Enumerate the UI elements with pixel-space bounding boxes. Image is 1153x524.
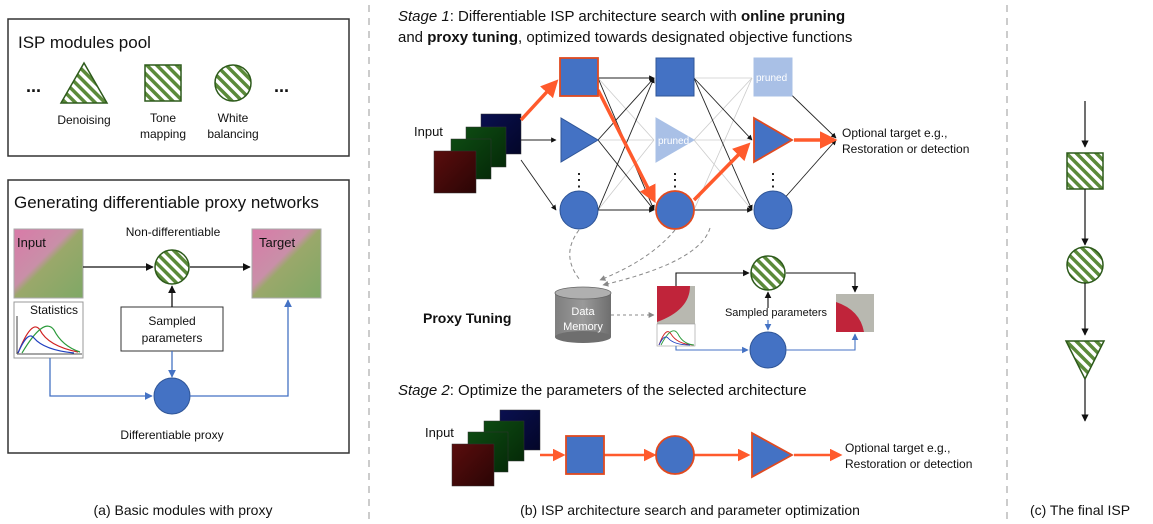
modules-pool-title: ISP modules pool xyxy=(18,33,151,52)
s1-col2-square xyxy=(655,57,695,97)
data-memory-label-1: Data xyxy=(571,306,595,318)
s1-col1-square xyxy=(559,57,599,97)
s1-pruned-label-2: pruned xyxy=(756,73,787,84)
memory-link-curve-1 xyxy=(599,229,676,281)
caption-b: (b) ISP architecture search and paramete… xyxy=(520,502,860,518)
white-balancing-label-1: White xyxy=(218,111,249,125)
s2-square xyxy=(565,435,605,475)
s2-circle xyxy=(655,435,695,475)
final-triangle-module xyxy=(1064,340,1106,381)
selected-path xyxy=(519,79,838,204)
proxy-bottom-arrow-2 xyxy=(786,333,859,351)
proxy-tuning-label: Proxy Tuning xyxy=(423,310,511,326)
s1-target-line2: Restoration or detection xyxy=(842,142,969,156)
proxy-input-sample xyxy=(657,286,695,324)
non-differentiable-label: Non-differentiable xyxy=(126,225,221,239)
pool-ellipsis-right: ... xyxy=(274,76,289,96)
data-memory-cylinder xyxy=(554,286,612,343)
statistics-label: Statistics xyxy=(30,303,78,317)
s1-col2-vdots: ⋮ xyxy=(666,170,684,190)
input-image xyxy=(13,228,84,299)
stat-curve-blue xyxy=(17,335,75,354)
stage2-text: : Optimize the parameters of the selecte… xyxy=(450,382,807,399)
target-image-label: Target xyxy=(259,235,296,250)
s2-triangle xyxy=(751,431,794,479)
stage1-rest: , optimized towards designated objective… xyxy=(518,29,852,46)
white-balancing-label-2: balancing xyxy=(207,127,258,141)
proxy-top-arrow-1 xyxy=(675,269,750,286)
proxy-module-hatched xyxy=(750,255,786,291)
target-image xyxy=(251,228,322,299)
tone-mapping-label-2: mapping xyxy=(140,127,186,141)
proxy-networks-title: Generating differentiable proxy networks xyxy=(14,193,319,212)
final-square-module xyxy=(1066,152,1104,190)
s1-pruned-label-1: pruned xyxy=(658,136,689,147)
sampled-parameters-label-1: Sampled xyxy=(148,314,195,328)
stage2-italic: Stage 2 xyxy=(398,382,450,399)
denoising-label: Denoising xyxy=(57,113,110,127)
s2-target-line2: Restoration or detection xyxy=(845,457,972,471)
proxy-to-target-arrow xyxy=(190,299,292,397)
sampled-parameters-label: Sampled parameters xyxy=(725,307,828,319)
sampled-parameters-box xyxy=(120,306,224,352)
s1-col1-circle xyxy=(559,190,599,230)
proxy-bottom-arrow-1 xyxy=(675,346,749,354)
stage1-title-line1: Stage 1: Differentiable ISP architecture… xyxy=(398,8,845,25)
sampled-parameters-label-2: parameters xyxy=(142,331,203,345)
data-memory-label-2: Memory xyxy=(563,321,603,333)
memory-link-curve-3 xyxy=(569,229,581,281)
stat-to-proxy-arrow xyxy=(49,358,153,400)
s1-target-line1: Optional target e.g., xyxy=(842,126,947,140)
proxy-target-sample xyxy=(836,294,874,332)
white-balancing-circle-icon xyxy=(214,64,252,102)
caption-c: (c) The final ISP xyxy=(1030,502,1130,518)
s2-target-line1: Optional target e.g., xyxy=(845,441,950,455)
stage1-italic: Stage 1 xyxy=(398,8,450,25)
stage1-title-line2: and proxy tuning, optimized towards desi… xyxy=(398,29,852,46)
stage1-and: and xyxy=(398,29,427,46)
stat-curve-green xyxy=(21,325,81,354)
s1-col3-vdots: ⋮ xyxy=(764,170,782,190)
s1-col1-vdots: ⋮ xyxy=(570,170,588,190)
proxy-stat-plot xyxy=(656,323,696,347)
final-circle-module xyxy=(1066,246,1104,284)
s1-col1-triangle xyxy=(560,117,599,163)
caption-a: (a) Basic modules with proxy xyxy=(94,502,273,518)
differentiable-proxy-circle xyxy=(153,377,191,415)
pool-ellipsis-left: ... xyxy=(26,76,41,96)
memory-link-curve-2 xyxy=(602,227,711,287)
stage1-input-stack xyxy=(433,113,522,194)
online-pruning: online pruning xyxy=(741,8,845,25)
tone-mapping-label-1: Tone xyxy=(150,111,176,125)
stage1-input-label: Input xyxy=(414,124,443,139)
s1-col2-circle xyxy=(655,190,695,230)
non-differentiable-module-icon xyxy=(154,249,190,285)
modules-pool-box: ISP modules pool ... Denoising Tone mapp… xyxy=(7,18,350,157)
differentiable-proxy-label: Differentiable proxy xyxy=(120,428,223,442)
proxy-top-arrow-2 xyxy=(786,272,859,293)
denoising-triangle-icon xyxy=(59,61,109,104)
proxy-networks-box: Generating differentiable proxy networks… xyxy=(7,179,350,454)
proxy-tuning-bold: proxy tuning xyxy=(427,29,518,46)
s1-col2-triangle-pruned xyxy=(655,117,695,163)
stage1-text: : Differentiable ISP architecture search… xyxy=(450,8,741,25)
s1-col3-circle xyxy=(753,190,793,230)
stage2-title: Stage 2: Optimize the parameters of the … xyxy=(398,382,807,399)
s1-col3-square-pruned xyxy=(753,57,793,97)
tone-mapping-square-icon xyxy=(144,64,182,102)
s1-col3-triangle xyxy=(753,116,794,164)
proxy-module-circle xyxy=(749,331,787,369)
stage2-input-stack xyxy=(451,409,541,487)
stage2-input-label: Input xyxy=(425,425,454,440)
input-image-label: Input xyxy=(17,235,46,250)
final-isp-pipeline xyxy=(1064,101,1106,422)
